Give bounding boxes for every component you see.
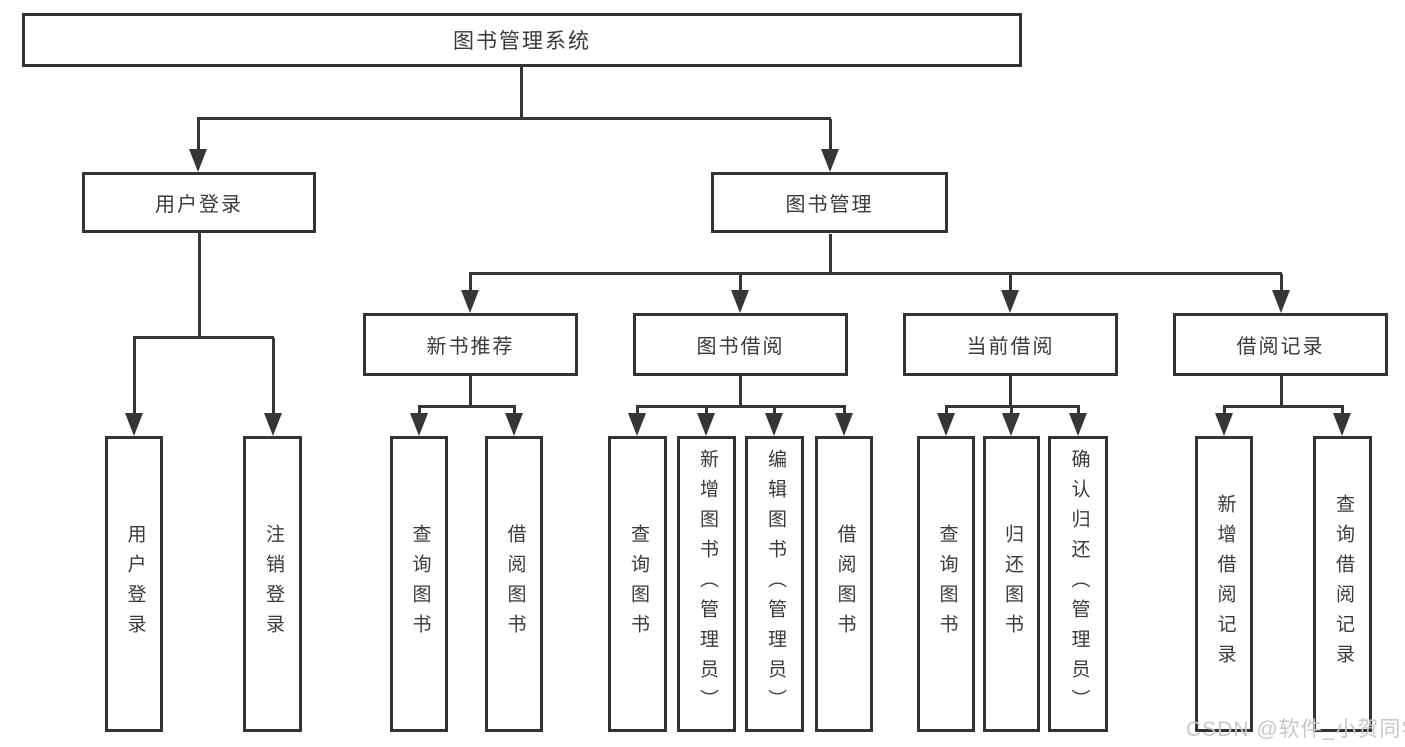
arrow-down-icon: [1001, 290, 1019, 313]
connector-line: [773, 407, 776, 416]
connector-line: [469, 272, 1282, 275]
leaf-record-add-record-label: 新增借阅记录: [1214, 494, 1236, 674]
connector-line: [843, 407, 846, 416]
node-book-management: 图书管理: [711, 172, 948, 233]
node-book-borrow-label: 图书借阅: [696, 336, 785, 358]
node-current-borrow: 当前借阅: [903, 313, 1118, 376]
node-root: 图书管理系统: [22, 13, 1022, 67]
connector-line: [945, 407, 948, 416]
node-borrow-record: 借阅记录: [1173, 313, 1388, 376]
connector-line: [1223, 405, 1344, 408]
leaf-recommend-query-book-label: 查询图书: [409, 524, 431, 644]
arrow-down-icon: [1272, 290, 1290, 313]
csdn-watermark: CSDN @软件_小贺同学: [1186, 718, 1405, 741]
leaf-record-query-record-label: 查询借阅记录: [1332, 494, 1354, 674]
connector-line: [1077, 407, 1080, 416]
connector-line: [739, 376, 742, 407]
leaf-user-login-label: 用户登录: [124, 524, 146, 644]
leaf-recommend-borrow-book-label: 借阅图书: [504, 524, 526, 644]
node-book-management-label: 图书管理: [785, 194, 874, 216]
arrow-down-icon: [125, 413, 143, 436]
connector-line: [198, 233, 201, 338]
leaf-logout-label: 注销登录: [262, 524, 284, 644]
connector-line: [133, 338, 136, 415]
leaf-user-login: 用户登录: [105, 436, 163, 732]
arrow-down-icon: [765, 413, 783, 436]
arrow-down-icon: [410, 413, 428, 436]
leaf-borrow-add-book: 新增图书（管理员）: [677, 436, 736, 732]
connector-line: [197, 119, 200, 152]
connector-line: [829, 234, 832, 274]
leaf-current-confirm-return: 确认归还（管理员）: [1048, 436, 1108, 732]
leaf-borrow-edit-book-label: 编辑图书（管理员）: [764, 449, 786, 719]
connector-line: [636, 407, 639, 416]
leaf-recommend-query-book: 查询图书: [390, 436, 448, 732]
connector-line: [739, 274, 742, 292]
leaf-borrow-borrow-book: 借阅图书: [815, 436, 873, 732]
arrow-down-icon: [697, 413, 715, 436]
arrow-down-icon: [937, 413, 955, 436]
connector-line: [1280, 376, 1283, 407]
leaf-borrow-borrow-book-label: 借阅图书: [834, 524, 856, 644]
leaf-recommend-borrow-book: 借阅图书: [485, 436, 543, 732]
connector-line: [1009, 274, 1012, 292]
leaf-record-query-record: 查询借阅记录: [1313, 436, 1372, 732]
leaf-logout: 注销登录: [243, 436, 302, 732]
node-root-label: 图书管理系统: [453, 30, 591, 53]
node-book-borrow: 图书借阅: [633, 313, 848, 376]
arrow-down-icon: [1215, 413, 1233, 436]
leaf-borrow-query-book-label: 查询图书: [627, 524, 649, 644]
leaf-borrow-add-book-label: 新增图书（管理员）: [696, 449, 718, 719]
connector-line: [636, 405, 846, 408]
connector-line: [1010, 407, 1013, 416]
leaf-borrow-edit-book: 编辑图书（管理员）: [745, 436, 804, 732]
connector-line: [418, 407, 421, 416]
connector-line: [705, 407, 708, 416]
leaf-current-query-book-label: 查询图书: [936, 524, 958, 644]
connector-line: [945, 405, 1080, 408]
connector-line: [133, 336, 274, 339]
arrow-down-icon: [461, 290, 479, 313]
leaf-current-return-book: 归还图书: [983, 436, 1040, 732]
leaf-current-confirm-return-label: 确认归还（管理员）: [1068, 449, 1090, 719]
arrow-down-icon: [1333, 413, 1351, 436]
connector-line: [1280, 274, 1283, 292]
connector-line: [469, 376, 472, 407]
leaf-borrow-query-book: 查询图书: [608, 436, 667, 732]
arrow-down-icon: [731, 290, 749, 313]
node-current-borrow-label: 当前借阅: [966, 336, 1055, 358]
connector-line: [197, 117, 831, 120]
connector-line: [829, 119, 832, 152]
node-borrow-record-label: 借阅记录: [1236, 336, 1325, 358]
node-new-book-recommend-label: 新书推荐: [426, 336, 515, 358]
arrow-down-icon: [505, 413, 523, 436]
arrow-down-icon: [1069, 413, 1087, 436]
leaf-current-return-book-label: 归还图书: [1001, 524, 1023, 644]
node-user-login-label: 用户登录: [155, 194, 243, 216]
arrow-down-icon: [1002, 413, 1020, 436]
connector-line: [1009, 376, 1012, 407]
node-new-book-recommend: 新书推荐: [363, 313, 578, 376]
connector-line: [418, 405, 516, 408]
connector-line: [513, 407, 516, 416]
arrow-down-icon: [264, 413, 282, 436]
connector-line: [520, 67, 523, 119]
connector-line: [469, 274, 472, 292]
arrow-down-icon: [821, 149, 839, 172]
node-user-login: 用户登录: [82, 172, 316, 233]
leaf-current-query-book: 查询图书: [917, 436, 975, 732]
connector-line: [1223, 407, 1226, 416]
leaf-record-add-record: 新增借阅记录: [1195, 436, 1253, 732]
arrow-down-icon: [189, 149, 207, 172]
connector-line: [1341, 407, 1344, 416]
connector-line: [272, 338, 275, 415]
arrow-down-icon: [835, 413, 853, 436]
arrow-down-icon: [628, 413, 646, 436]
